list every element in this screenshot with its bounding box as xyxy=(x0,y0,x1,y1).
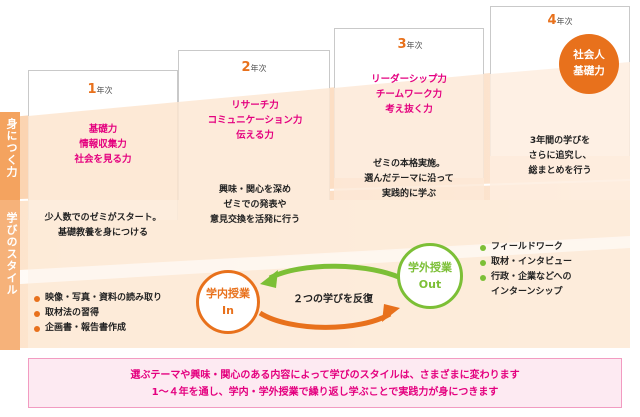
description-line: 3年間の学びを xyxy=(529,136,591,146)
year-heading-1: 1年次 xyxy=(80,78,120,97)
skill-item: 情報収集力 xyxy=(79,139,127,150)
inside-title: 学内授業 xyxy=(206,287,250,300)
inside-sub: In xyxy=(222,304,234,317)
cycle-arrows xyxy=(258,263,407,330)
style-label: 学びのスタイル xyxy=(5,212,18,296)
description-line: 基礎教養を身につける xyxy=(57,228,148,238)
year-heading-3: 3年次 xyxy=(388,33,432,52)
outside-class-list: フィールドワーク 取材・インタビュー 行政・企業などへの インターンシップ xyxy=(480,240,572,300)
year-suffix: 年次 xyxy=(406,41,423,50)
description-line: さらに追究し、 xyxy=(528,151,592,161)
year-suffix: 年次 xyxy=(250,64,267,73)
description-line: 選んだテーマに沿って xyxy=(364,174,454,184)
description-year-4: 3年間の学びを さらに追究し、 総まとめを行う xyxy=(494,134,626,179)
skill-item: チームワーク力 xyxy=(375,89,443,100)
description-year-1: 少人数でのゼミがスタート。 基礎教養を身につける xyxy=(32,211,174,241)
description-line: ゼミでの発表や xyxy=(223,200,287,210)
description-line: 少人数でのゼミがスタート。 xyxy=(44,213,162,223)
skills-label-strip xyxy=(0,112,20,200)
outside-item: 行政・企業などへの xyxy=(480,270,572,285)
cycle-label: ２つの学びを反復 xyxy=(293,294,373,305)
year-number: 1 xyxy=(87,82,97,97)
skill-item: コミュニケーション力 xyxy=(207,115,303,126)
orange-arrowhead xyxy=(382,304,400,322)
inside-item: 取材法の習得 xyxy=(34,306,162,321)
skill-item: 社会を見る力 xyxy=(74,154,132,165)
outside-item-continued: インターンシップ xyxy=(491,287,563,297)
description-line: 意見交換を活発に行う xyxy=(209,215,300,225)
skill-item: リサーチ力 xyxy=(231,100,279,111)
description-year-2: 興味・関心を深め ゼミでの発表や 意見交換を活発に行う xyxy=(182,183,328,228)
outside-sub: Out xyxy=(418,278,442,291)
inside-class-list: 映像・写真・資料の読み取り 取材法の習得 企画書・報告書作成 xyxy=(34,291,162,336)
inside-item: 企画書・報告書作成 xyxy=(34,321,162,336)
description-line: 実践的に学ぶ xyxy=(381,189,436,199)
skill-item: 基礎力 xyxy=(88,124,118,135)
social-skills-circle: 社会人 基礎力 xyxy=(559,34,619,94)
orange-arrow xyxy=(258,310,392,330)
skill-item: リーダーシップ力 xyxy=(371,74,447,85)
year-suffix: 年次 xyxy=(556,17,573,26)
green-arrowhead xyxy=(260,270,278,288)
skills-year-2: リサーチ力 コミュニケーション力 伝える力 xyxy=(182,98,328,143)
year-heading-2: 2年次 xyxy=(232,56,276,75)
inside-item: 映像・写真・資料の読み取り xyxy=(34,291,162,306)
footer-note: 選ぶテーマや興味・関心のある内容によって学びのスタイルは、さまざまに変わります … xyxy=(28,358,622,408)
skill-item: 伝える力 xyxy=(236,130,274,141)
skill-item: 考え抜く力 xyxy=(385,104,433,115)
footer-line-2: 1～４年を通し、学内・学外授業で繰り返し学ぶことで実践力が身につきます xyxy=(151,387,499,398)
description-line: ゼミの本格実施。 xyxy=(372,159,445,169)
outside-class-circle: 学外授業 Out xyxy=(397,243,463,309)
year-heading-4: 4年次 xyxy=(538,9,582,28)
style-label-strip xyxy=(0,200,20,350)
outside-item: フィールドワーク xyxy=(480,240,572,255)
year-suffix: 年次 xyxy=(96,86,113,95)
description-line: 総まとめを行う xyxy=(528,166,592,176)
year-number: 3 xyxy=(397,37,407,52)
circle-line: 社会人 xyxy=(573,49,605,61)
circle-line: 基礎力 xyxy=(573,65,605,77)
inside-class-circle: 学内授業 In xyxy=(196,270,260,334)
skills-year-1: 基礎力 情報収集力 社会を見る力 xyxy=(40,122,166,167)
outside-title: 学外授業 xyxy=(408,261,452,274)
skills-year-3: リーダーシップ力 チームワーク力 考え抜く力 xyxy=(340,72,478,117)
year-number: 4 xyxy=(547,13,557,28)
year-number: 2 xyxy=(241,60,251,75)
description-line: 興味・関心を深め xyxy=(218,185,291,195)
footer-line-1: 選ぶテーマや興味・関心のある内容によって学びのスタイルは、さまざまに変わります xyxy=(130,370,520,381)
green-arrow xyxy=(268,263,407,283)
description-year-3: ゼミの本格実施。 選んだテーマに沿って 実践的に学ぶ xyxy=(340,157,478,202)
outside-item: 取材・インタビュー xyxy=(480,255,572,270)
skills-label: 身につく力 xyxy=(5,118,18,178)
